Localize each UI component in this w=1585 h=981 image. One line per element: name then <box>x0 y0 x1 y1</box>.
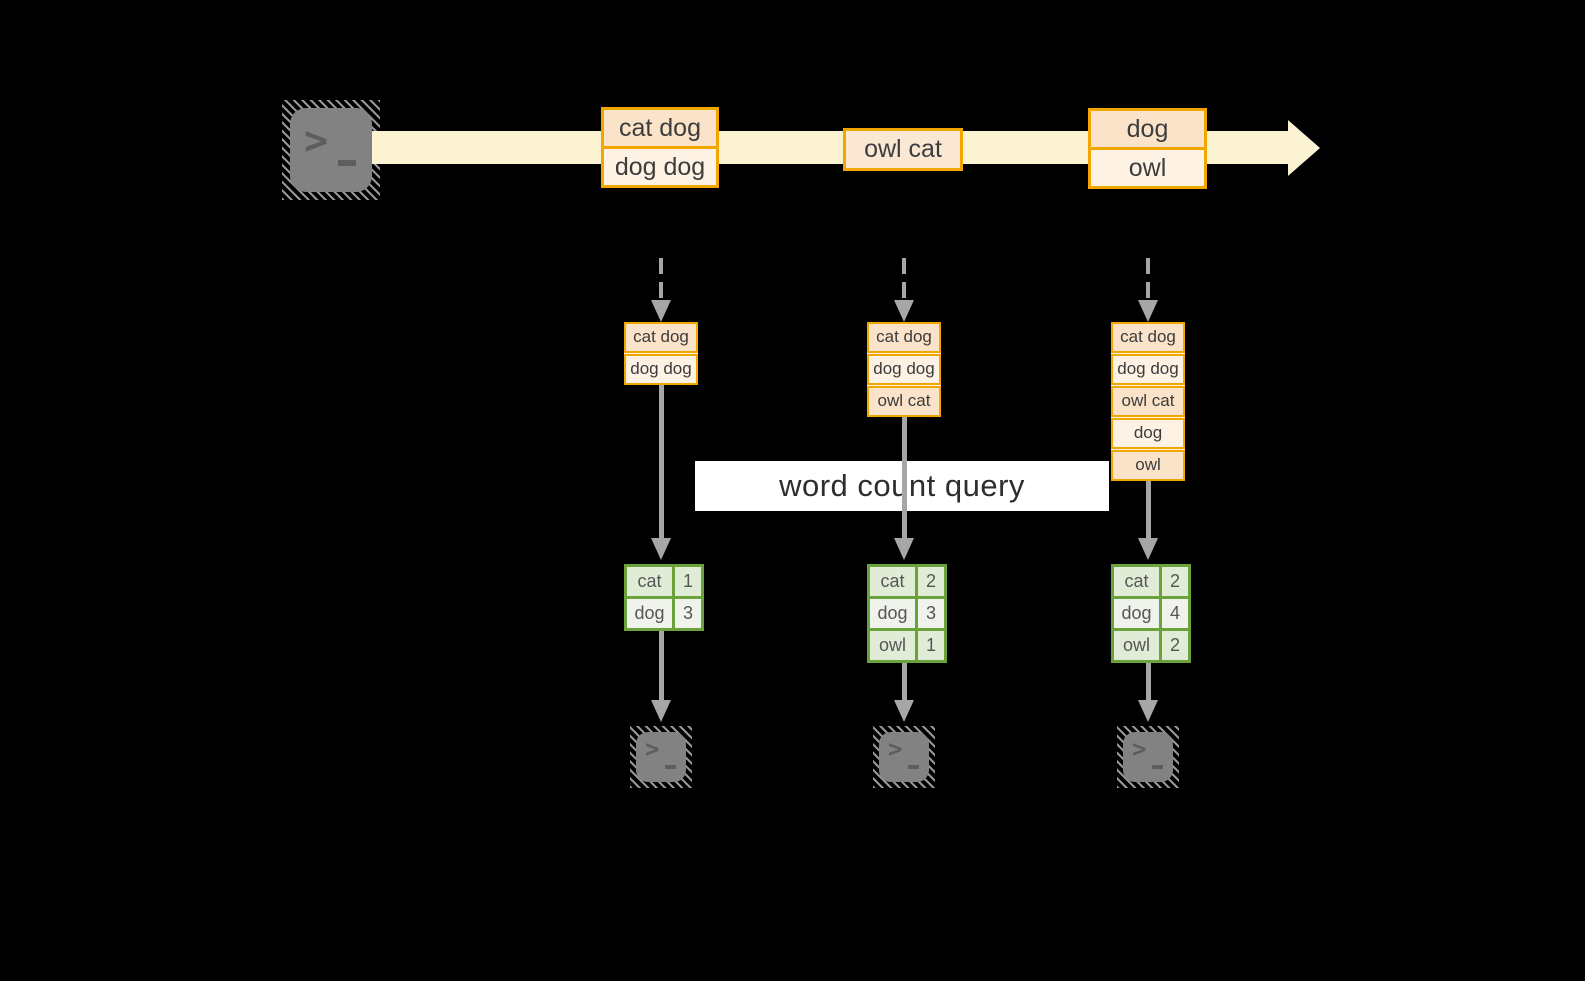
buffer-row: cat dog <box>867 322 941 353</box>
terminal-screen: > <box>636 732 686 782</box>
state-buffer-2: cat dog dog dog owl cat <box>867 322 941 417</box>
buffer-row: owl cat <box>867 386 941 417</box>
stream-event-box-3: dog owl <box>1088 108 1207 189</box>
table-word-cell: dog <box>1114 599 1159 628</box>
dashed-arrowhead-icon <box>1138 300 1158 322</box>
buffer-row: dog dog <box>624 354 698 385</box>
stream-arrowhead-icon <box>1288 120 1320 176</box>
table-word-cell: cat <box>627 567 672 596</box>
table-row: dog 3 <box>870 599 944 628</box>
down-arrow <box>659 385 664 540</box>
terminal-sink-icon: > <box>873 726 935 788</box>
prompt-chevron-icon: > <box>645 735 660 763</box>
table-count-cell: 1 <box>918 631 944 660</box>
table-count-cell: 3 <box>918 599 944 628</box>
table-word-cell: owl <box>1114 631 1159 660</box>
query-label: word count query <box>779 468 1025 503</box>
table-count-cell: 4 <box>1162 599 1188 628</box>
buffer-row: dog dog <box>867 354 941 385</box>
table-row: owl 1 <box>870 631 944 660</box>
table-count-cell: 2 <box>1162 631 1188 660</box>
event-row: dog <box>1091 111 1204 147</box>
prompt-cursor-icon <box>665 765 676 769</box>
dashed-arrow <box>1146 258 1150 298</box>
down-arrowhead-icon <box>894 700 914 722</box>
prompt-cursor-icon <box>1152 765 1163 769</box>
table-word-cell: owl <box>870 631 915 660</box>
down-arrow <box>1146 481 1151 540</box>
buffer-row: cat dog <box>1111 322 1185 353</box>
buffer-row: dog dog <box>1111 354 1185 385</box>
down-arrowhead-icon <box>894 538 914 560</box>
table-word-cell: dog <box>627 599 672 628</box>
table-word-cell: dog <box>870 599 915 628</box>
down-arrow <box>1146 661 1151 700</box>
wordcount-table-3: cat 2 dog 4 owl 2 <box>1111 564 1191 663</box>
stream-event-box-1: cat dog dog dog <box>601 107 719 188</box>
buffer-row: owl cat <box>1111 386 1185 417</box>
terminal-screen: > <box>290 108 372 192</box>
buffer-row: cat dog <box>624 322 698 353</box>
dashed-arrow <box>659 258 663 298</box>
table-count-cell: 2 <box>918 567 944 596</box>
state-buffer-1: cat dog dog dog <box>624 322 698 385</box>
dashed-arrowhead-icon <box>894 300 914 322</box>
buffer-row: owl <box>1111 450 1185 481</box>
down-arrowhead-icon <box>1138 538 1158 560</box>
table-row: cat 1 <box>627 567 701 596</box>
terminal-sink-icon: > <box>630 726 692 788</box>
terminal-screen: > <box>1123 732 1173 782</box>
table-count-cell: 3 <box>675 599 701 628</box>
event-row: cat dog <box>604 110 716 146</box>
down-arrow <box>659 631 664 700</box>
terminal-screen: > <box>879 732 929 782</box>
terminal-source-icon: > <box>282 100 380 200</box>
table-row: dog 4 <box>1114 599 1188 628</box>
dashed-arrowhead-icon <box>651 300 671 322</box>
down-arrowhead-icon <box>651 700 671 722</box>
prompt-chevron-icon: > <box>888 735 903 763</box>
down-arrowhead-icon <box>651 538 671 560</box>
dashed-arrow <box>902 258 906 298</box>
down-arrow <box>902 663 907 700</box>
event-row: owl cat <box>846 131 960 168</box>
prompt-chevron-icon: > <box>304 118 329 164</box>
prompt-chevron-icon: > <box>1132 735 1147 763</box>
state-buffer-3: cat dog dog dog owl cat dog owl <box>1111 322 1185 481</box>
down-arrow <box>902 417 907 540</box>
prompt-cursor-icon <box>908 765 919 769</box>
wordcount-table-1: cat 1 dog 3 <box>624 564 704 631</box>
buffer-row: dog <box>1111 418 1185 449</box>
event-row: dog dog <box>604 146 716 185</box>
stream-event-box-2: owl cat <box>843 128 963 171</box>
wordcount-table-2: cat 2 dog 3 owl 1 <box>867 564 947 663</box>
table-row: cat 2 <box>870 567 944 596</box>
table-word-cell: cat <box>1114 567 1159 596</box>
down-arrowhead-icon <box>1138 700 1158 722</box>
table-row: owl 2 <box>1114 631 1188 660</box>
table-count-cell: 1 <box>675 567 701 596</box>
table-row: cat 2 <box>1114 567 1188 596</box>
terminal-sink-icon: > <box>1117 726 1179 788</box>
table-count-cell: 2 <box>1162 567 1188 596</box>
table-word-cell: cat <box>870 567 915 596</box>
event-row: owl <box>1091 147 1204 186</box>
table-row: dog 3 <box>627 599 701 628</box>
prompt-cursor-icon <box>338 160 356 166</box>
